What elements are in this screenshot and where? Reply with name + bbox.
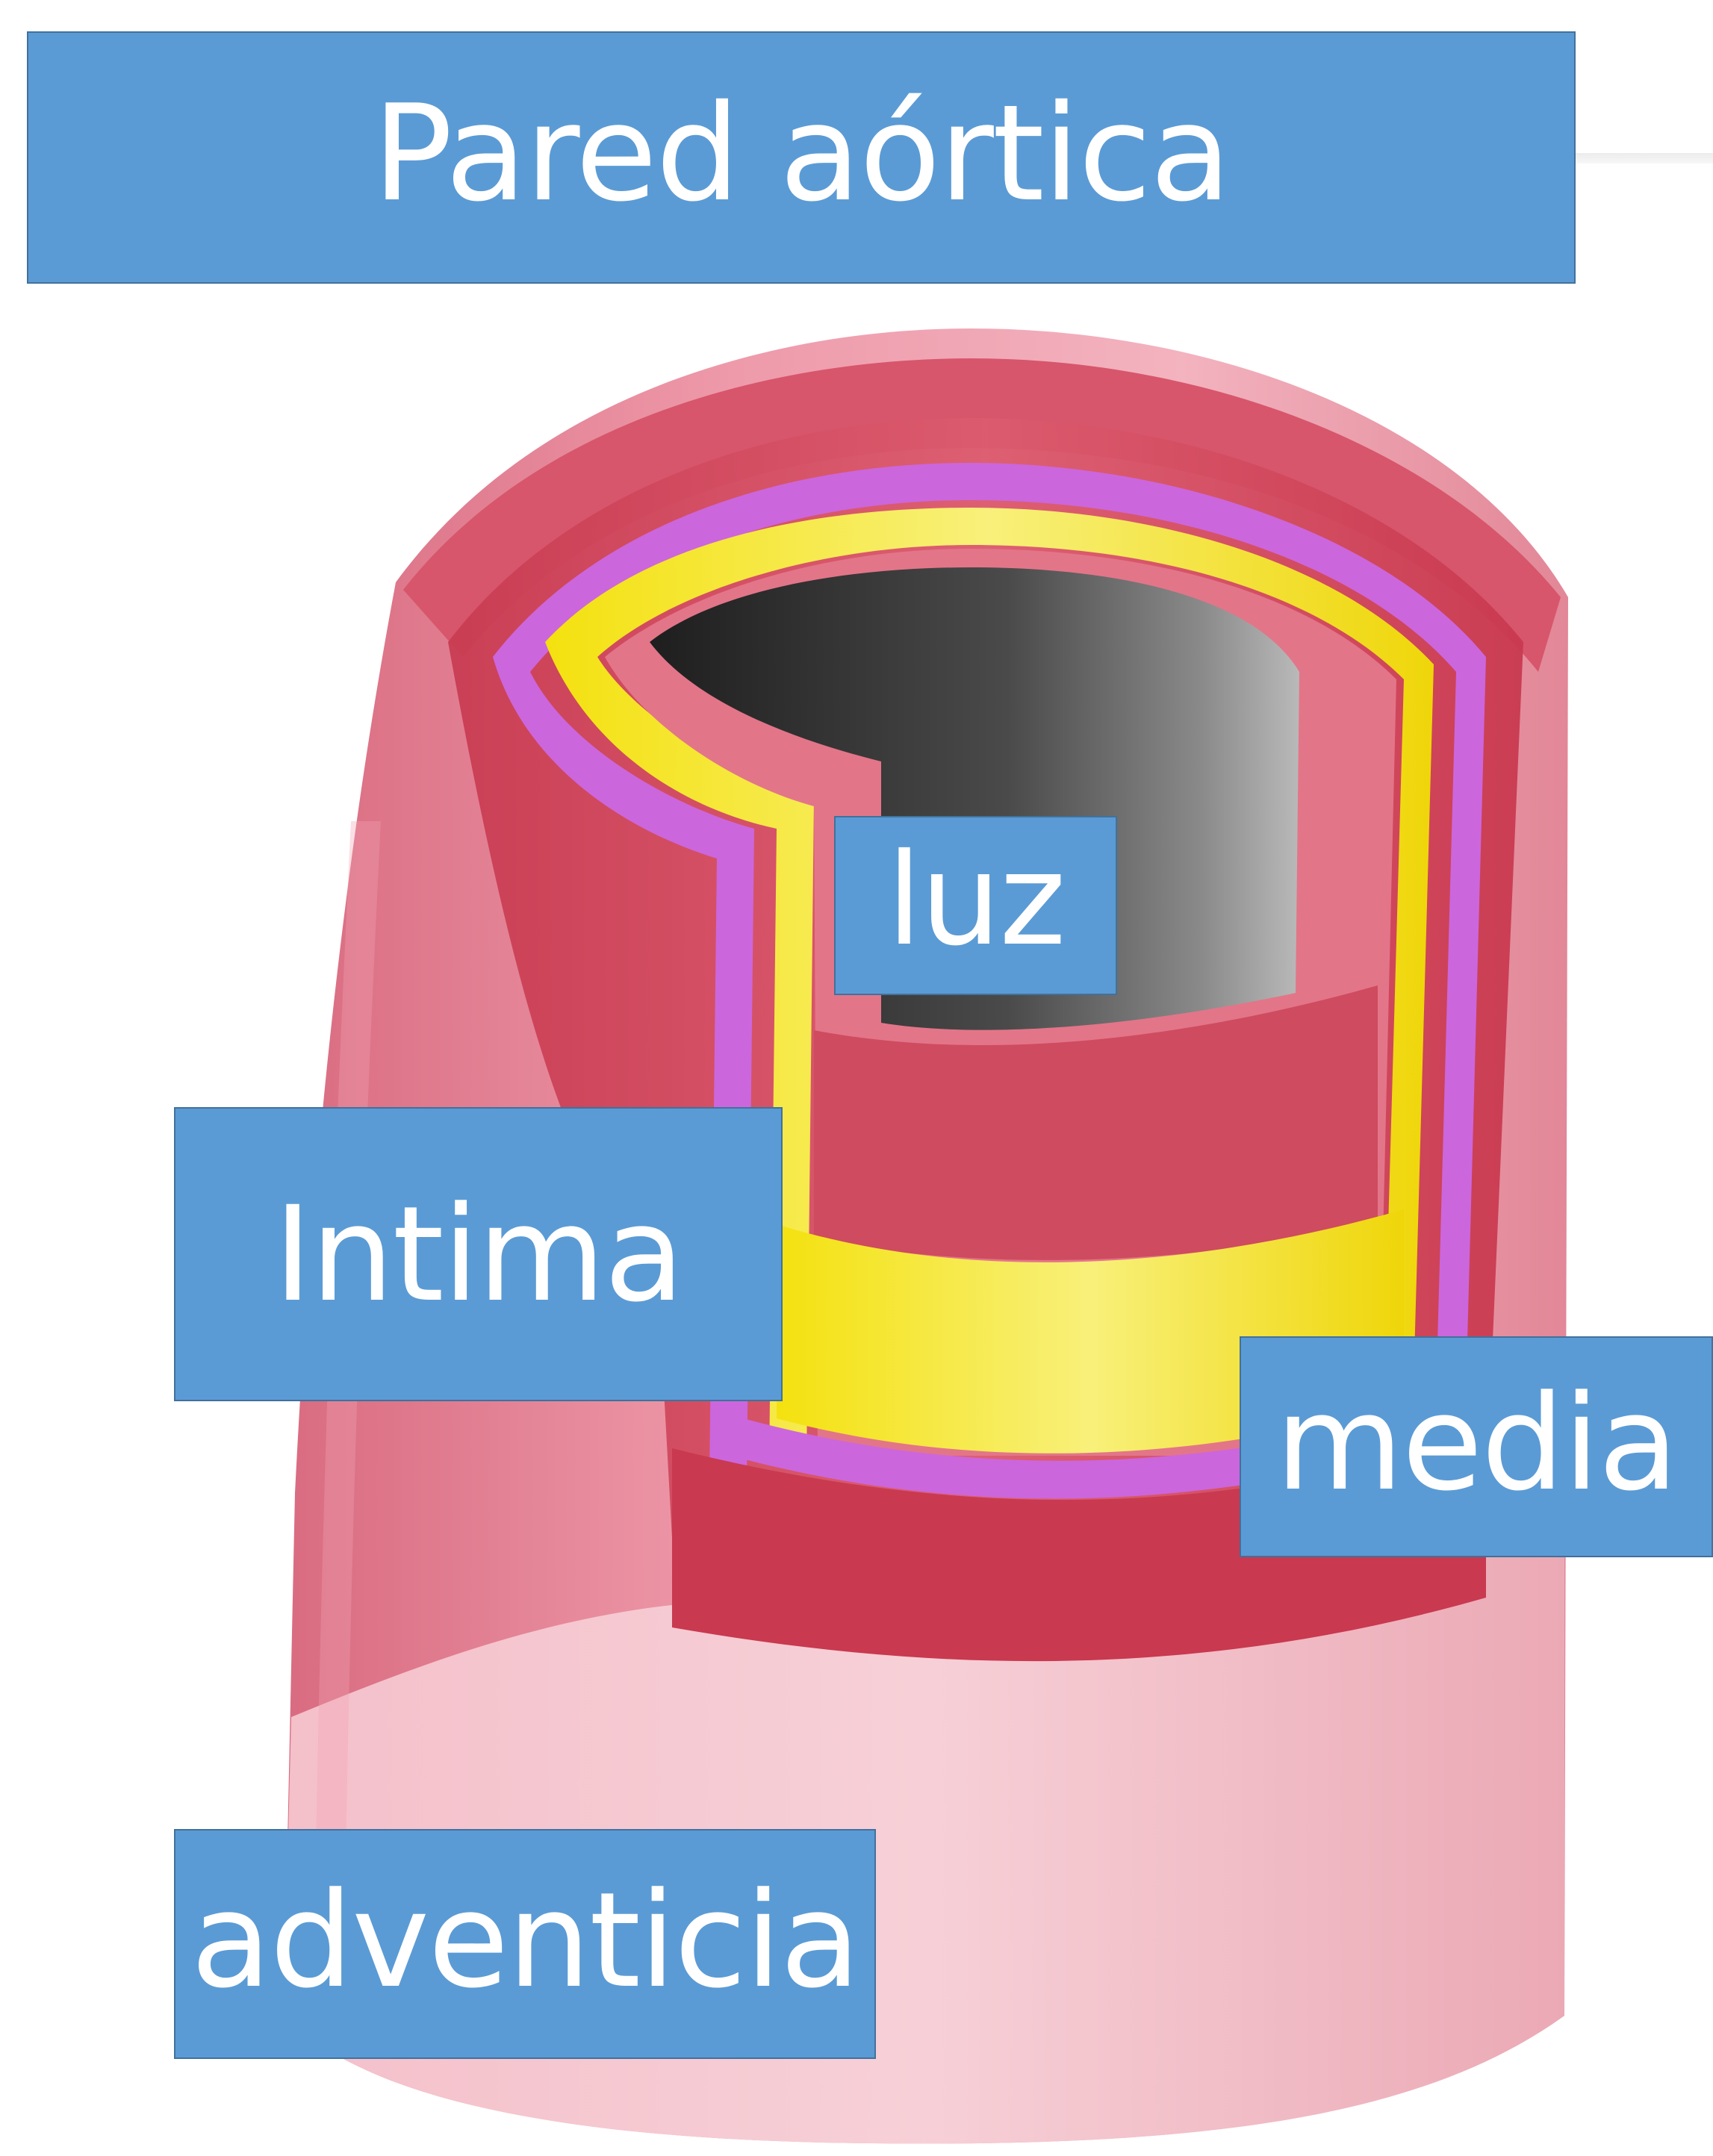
media-label: media [1240, 1336, 1713, 1557]
title-label: Pared aórtica [27, 31, 1576, 284]
adventicia-label: adventicia [174, 1829, 876, 2059]
luz-label: luz [834, 816, 1117, 995]
intima-label: Intima [174, 1107, 783, 1401]
